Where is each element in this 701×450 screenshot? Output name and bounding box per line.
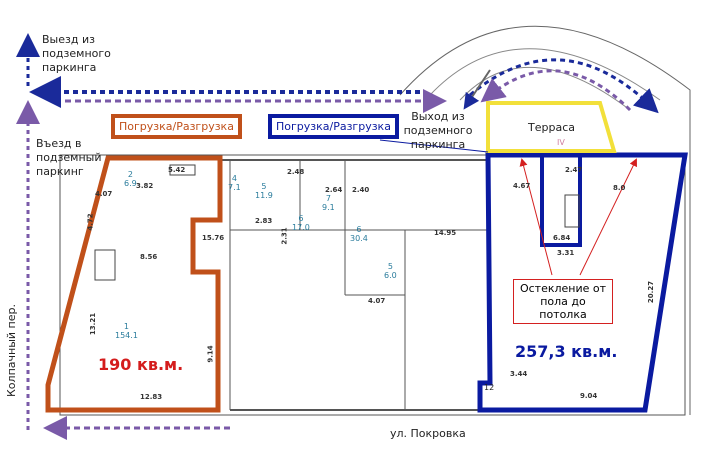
dimension: 20.27 <box>647 280 656 304</box>
dimension: 9.14 <box>206 345 215 363</box>
terrace-numeral: IV <box>557 138 565 147</box>
dimension: 2.83 <box>255 217 273 225</box>
street-kolpachny: Колпачный пер. <box>5 304 18 397</box>
pedestrian-exit-label: Выход из подземного паркинга <box>403 110 473 151</box>
route-curve-purple <box>480 69 632 112</box>
dimension: 4.07 <box>368 297 386 305</box>
zone-left-outline <box>45 155 223 413</box>
dimension: 4.72 <box>86 213 95 231</box>
dimension: 9.04 <box>580 392 598 400</box>
dimension: 8.56 <box>140 253 158 261</box>
glazing-arrow-left <box>519 158 553 276</box>
terrace-outline <box>486 101 617 153</box>
dimension: 5.42 <box>168 166 186 174</box>
stairs <box>94 164 580 281</box>
dimension: 3.82 <box>136 182 154 190</box>
dimension: 14.95 <box>434 229 457 237</box>
stairwell-outline <box>540 153 582 247</box>
dimension: 2.31 <box>280 227 289 245</box>
building-walls <box>59 25 691 416</box>
area-right: 257,3 кв.м. <box>515 342 618 361</box>
terrace-label: Терраса <box>528 121 575 134</box>
dimension: 3.31 <box>557 249 575 257</box>
dimension: 15.76 <box>202 234 225 242</box>
street-pokrovka: ул. Покровка <box>390 427 466 440</box>
loading-left-label: Погрузка/Разгрузка <box>111 114 242 139</box>
route-curve-blue <box>469 58 659 114</box>
dimension: 13.21 <box>89 312 98 336</box>
area-left: 190 кв.м. <box>98 355 184 374</box>
dimension: 2.47 <box>565 166 583 174</box>
pedestrian-exit-arrow <box>463 69 491 110</box>
room-label: 12 <box>484 383 495 392</box>
dimension: 3.44 <box>510 370 528 378</box>
zone-right-outline <box>477 152 688 413</box>
glazing-arrow-right <box>579 158 637 276</box>
dimension: 2.40 <box>352 186 370 194</box>
dimension: 6.84 <box>553 234 571 242</box>
dimension: 2.64 <box>325 186 343 194</box>
loading-right-label: Погрузка/Разгрузка <box>268 114 399 139</box>
dimension: 4.67 <box>513 182 531 190</box>
entry-parking-label: Въезд в подземный паркинг <box>36 137 102 178</box>
glazing-label: Остекление от пола до потолка <box>513 279 613 324</box>
dimension: 12.83 <box>140 393 163 401</box>
exit-parking-label: Выезд из подземного паркинга <box>42 33 111 74</box>
dimension: 2.48 <box>287 168 305 176</box>
dimension: 4.07 <box>95 190 113 198</box>
dimension: 8.0 <box>613 184 626 192</box>
